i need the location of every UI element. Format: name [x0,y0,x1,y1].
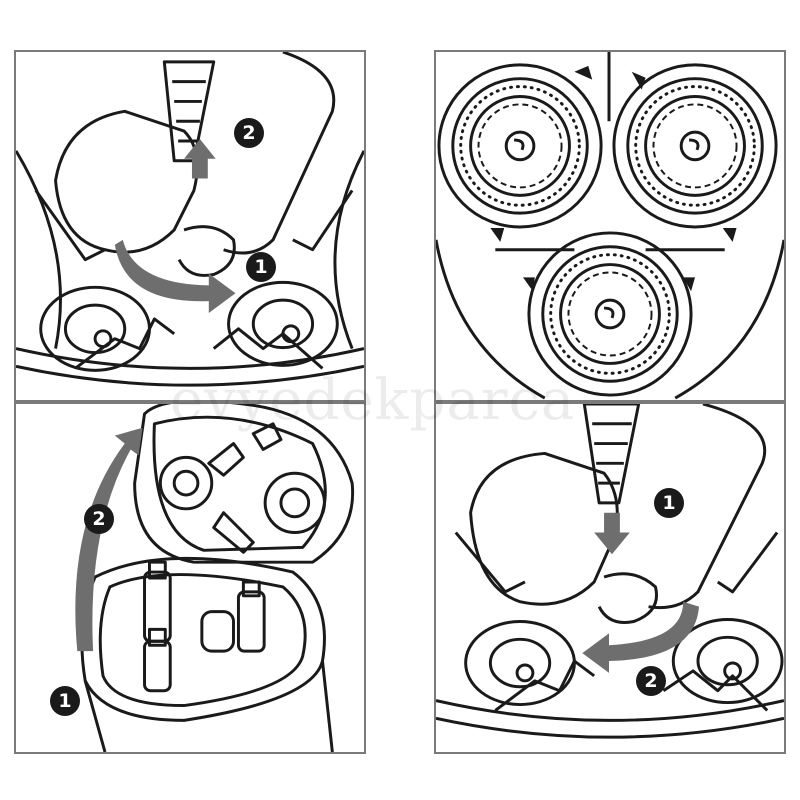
illustration-three-cutters [436,52,784,400]
step-badge-1: 1 [50,686,80,716]
illustration-open-shaving-unit [75,404,355,752]
panel-remove-cutters: 2 1 [14,50,366,402]
illustration-insert-cutters [436,404,784,739]
step-badge-1: 1 [246,252,276,282]
step-badge-2: 2 [84,504,114,534]
panel-shaving-unit-closeup [434,50,786,402]
panel-insert-cutters: 1 2 [434,402,786,754]
step-badge-1: 1 [654,488,684,518]
panel-open-shaving-unit: 2 1 [14,402,366,754]
illustration-remove-cutters [16,52,364,387]
step-badge-2: 2 [234,118,264,148]
step-badge-2: 2 [636,666,666,696]
